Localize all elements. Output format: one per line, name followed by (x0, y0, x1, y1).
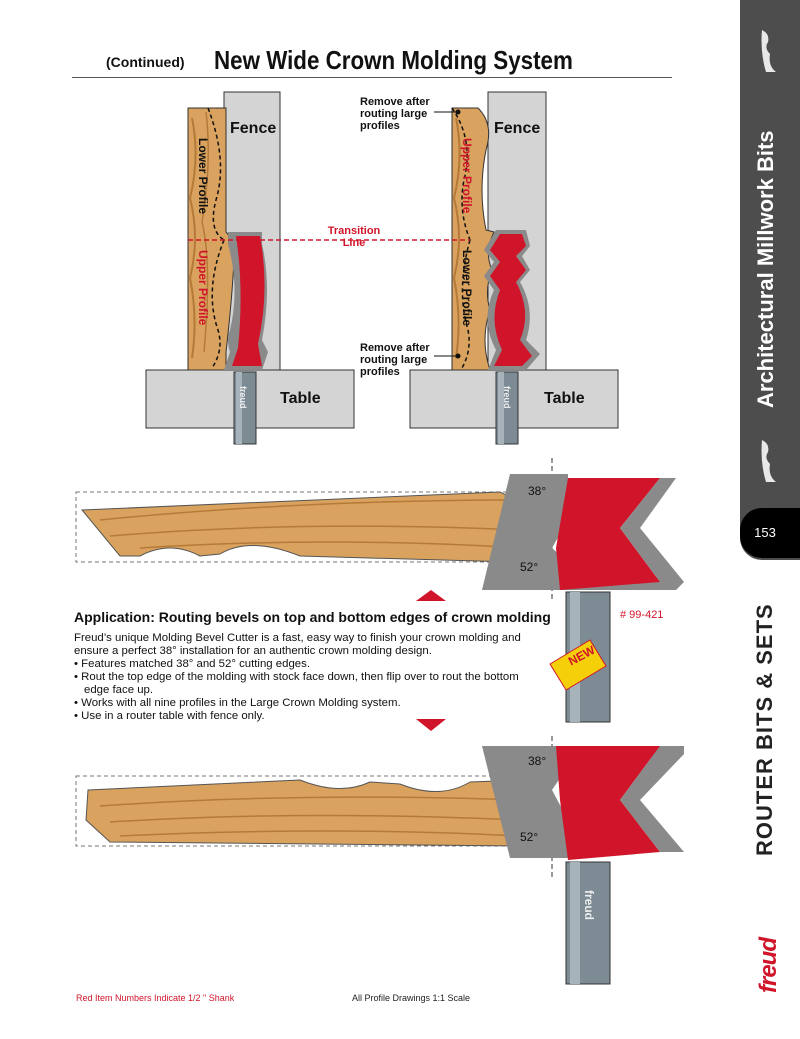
bevel-cutter-red (556, 478, 660, 590)
table-label: Table (280, 390, 321, 407)
feature-item: • Rout the top edge of the molding with … (74, 671, 519, 696)
transition-line-label: Transition Line (327, 225, 381, 249)
section-tab (740, 0, 800, 560)
page-header: (Continued) New Wide Crown Molding Syste… (72, 44, 672, 78)
application-body: Freud’s unique Molding Bevel Cutter is a… (74, 632, 544, 723)
remove-note-bottom: Remove after routing large profiles (360, 342, 430, 378)
remove-note-top: Remove after routing large profiles (360, 96, 430, 132)
application-intro: Freud’s unique Molding Bevel Cutter is a… (74, 632, 521, 657)
item-number: # 99-421 (620, 609, 664, 621)
feature-item: • Features matched 38° and 52° cutting e… (74, 658, 310, 670)
fence-label: Fence (494, 120, 541, 137)
angle-52-label: 52° (520, 560, 539, 574)
molding-stock (85, 779, 547, 847)
continued-label: (Continued) (106, 54, 185, 70)
shank-brand: freud (502, 386, 512, 409)
bevel-cutter-red (556, 746, 660, 860)
footer-shank-note: Red Item Numbers Indicate 1/2 " Shank (76, 993, 235, 1003)
feature-item: • Works with all nine profiles in the La… (74, 697, 401, 709)
footer-scale-note: All Profile Drawings 1:1 Scale (352, 993, 471, 1003)
molding-profile-icon (761, 30, 776, 72)
molding-profile-icon (761, 440, 776, 482)
lower-profile-line (211, 239, 225, 369)
shank-brand: freud (582, 890, 596, 920)
angle-38-label: 38° (528, 484, 547, 498)
arrow-up-icon (416, 590, 446, 601)
page-number: 153 (754, 525, 776, 540)
feature-item: • Use in a router table with fence only. (74, 710, 265, 722)
fence-label: Fence (230, 120, 277, 137)
page-title: New Wide Crown Molding System (214, 45, 573, 75)
angle-52-label: 52° (520, 830, 539, 844)
page-number-tab (740, 508, 800, 558)
angle-38-label: 38° (528, 754, 547, 768)
feature-list: • Features matched 38° and 52° cutting e… (74, 658, 544, 723)
upper-profile-line (207, 107, 225, 241)
remove-line-bottom (461, 239, 471, 369)
bevel-cutter-body (482, 746, 684, 858)
application-title: Application: Routing bevels on top and b… (74, 609, 551, 625)
shank-brand: freud (238, 386, 248, 409)
table-label: Table (544, 390, 585, 407)
bevel-cutter-body (482, 474, 684, 590)
arrow-down-icon (416, 719, 446, 731)
